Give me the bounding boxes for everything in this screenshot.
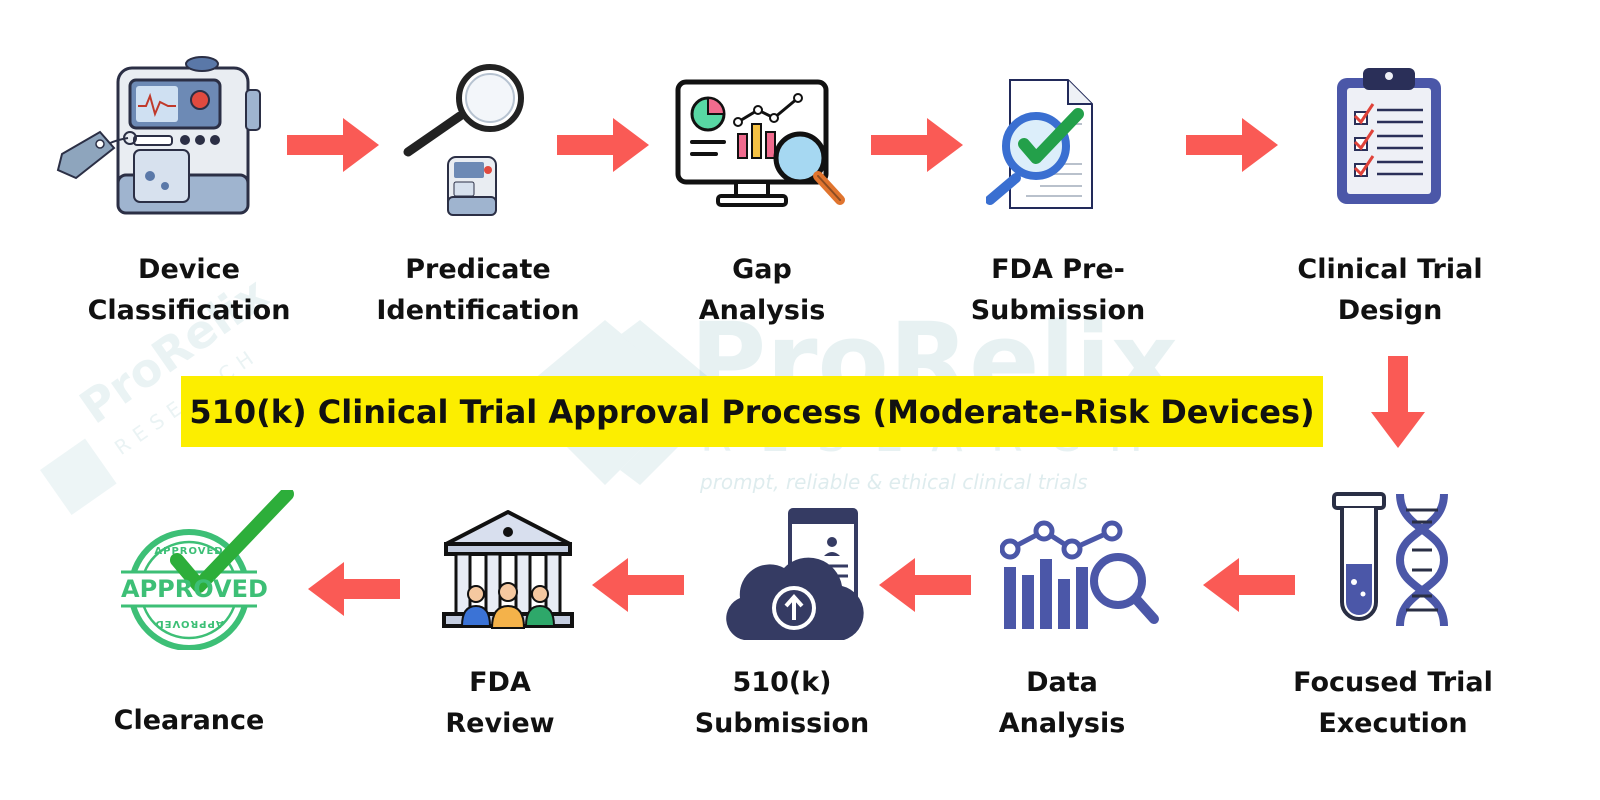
test-tube-dna-icon (1332, 492, 1449, 627)
medical-device-tag-icon (56, 56, 261, 215)
arrow-left-icon (1203, 558, 1295, 612)
cloud-upload-document-icon (726, 508, 864, 640)
label-line: Focused Trial (1293, 667, 1493, 698)
document-check-icon (986, 79, 1093, 209)
label-line: Device (138, 254, 240, 285)
label-line: Gap (732, 254, 792, 285)
magnifier-device-icon (403, 64, 524, 216)
arrow-left-icon (308, 562, 400, 616)
arrow-right-icon (557, 118, 649, 172)
label-line: Classification (87, 295, 291, 326)
approved-stamp-graphic (121, 490, 294, 650)
arrow-right-icon (287, 118, 379, 172)
monitor-analytics-icon (675, 79, 845, 207)
step-label-gap-analysis: Gap Analysis (699, 249, 826, 331)
step-label-clearance: Clearance (114, 700, 265, 741)
label-line: 510(k) (732, 667, 832, 698)
arrow-left-icon (879, 558, 971, 612)
label-line: Clearance (113, 705, 265, 736)
label-line: Execution (1318, 708, 1468, 739)
label-line: Data (1026, 667, 1098, 698)
label-line: Identification (376, 295, 580, 326)
diagram-title: 510(k) Clinical Trial Approval Process (… (189, 392, 1315, 431)
step-label-510k-submission: 510(k) Submission (695, 662, 870, 744)
step-label-fda-review: FDA Review (445, 662, 554, 744)
approved-stamp-ring-bottom: APPROVED (154, 618, 224, 629)
government-building-people-icon (442, 510, 574, 629)
step-label-focused-trial-execution: Focused Trial Execution (1293, 662, 1493, 744)
label-line: FDA Pre- (991, 254, 1125, 285)
arrow-right-icon (1186, 118, 1278, 172)
bar-chart-magnifier-icon (1000, 520, 1159, 629)
label-line: FDA (469, 667, 531, 698)
approved-stamp-ring-top: APPROVED (154, 546, 224, 557)
label-line: Analysis (698, 295, 826, 326)
label-line: Review (445, 708, 555, 739)
step-label-device-classification: Device Classification (88, 249, 291, 331)
label-line: Design (1337, 295, 1443, 326)
label-line: Analysis (998, 708, 1126, 739)
arrow-left-icon (592, 558, 684, 612)
label-line: Predicate (405, 254, 551, 285)
watermark-tagline: prompt, reliable & ethical clinical tria… (700, 470, 1088, 494)
approved-stamp-text: APPROVED (121, 575, 268, 603)
arrow-right-icon (871, 118, 963, 172)
approved-stamp-icon: APPROVED APPROVED APPROVED (115, 490, 295, 650)
label-line: Submission (970, 295, 1146, 326)
label-line: Submission (694, 708, 870, 739)
step-label-data-analysis: Data Analysis (999, 662, 1126, 744)
step-label-predicate-identification: Predicate Identification (376, 249, 579, 331)
clipboard-checklist-icon (1337, 68, 1441, 204)
step-label-fda-pre-submission: FDA Pre- Submission (971, 249, 1146, 331)
step-label-clinical-trial-design: Clinical Trial Design (1297, 249, 1482, 331)
title-banner: 510(k) Clinical Trial Approval Process (… (181, 376, 1323, 447)
arrow-down-icon (1371, 356, 1425, 448)
label-line: Clinical Trial (1297, 254, 1483, 285)
